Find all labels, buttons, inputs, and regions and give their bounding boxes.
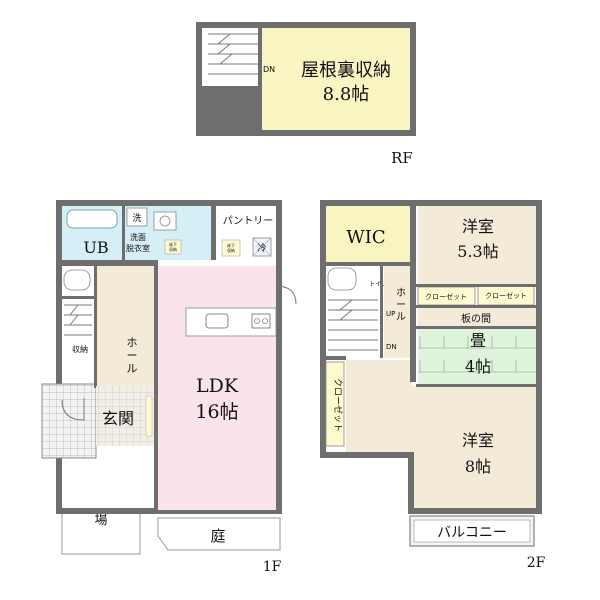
western1-name: 洋室 <box>462 217 494 236</box>
hall-2f-label: ホ ー ル <box>396 287 406 323</box>
floor-storage-box-2 <box>221 239 241 257</box>
wic-room <box>326 206 410 264</box>
stove-icon <box>251 313 271 329</box>
western2-size: 8帖 <box>465 457 491 476</box>
f1-label: 1F <box>263 559 282 575</box>
attic-stair-area <box>202 28 258 86</box>
ldk-door <box>275 285 297 305</box>
attic-dn-label: DN <box>263 65 275 74</box>
stairs-1f <box>64 304 92 336</box>
toilet-icon-1f <box>63 269 91 291</box>
toilet-2f-label: トイレ <box>369 281 387 288</box>
itanoma <box>418 308 536 326</box>
shoe-cabinet <box>145 395 153 437</box>
svg-text:ホ: ホ <box>396 287 406 299</box>
parking-char-3: 場 <box>94 513 107 528</box>
ldk-size: 16帖 <box>195 401 238 423</box>
attic-name: 屋根裏収納 <box>301 60 391 81</box>
closet-small-1-label: クローゼット <box>425 292 467 301</box>
toilet-icon-2f <box>327 267 357 291</box>
stairs-2f <box>328 299 378 351</box>
closet-small-2-label: クローゼット <box>485 291 527 300</box>
itanoma-label: 板の間 <box>461 312 491 325</box>
svg-text:ー: ー <box>127 349 138 362</box>
wic-label: WIC <box>346 227 385 248</box>
sink-icon <box>153 211 177 231</box>
tatami-name: 畳 <box>470 331 486 350</box>
washroom-line2: 脱衣室 <box>126 243 150 253</box>
floor-storage-2-line1: 床下 <box>227 242 235 248</box>
washing-machine-icon <box>126 207 148 227</box>
storage-label: 収納 <box>72 344 88 354</box>
closet-tall-label: クローゼット <box>332 378 344 432</box>
floor-storage-2-line2: 収納 <box>227 247 235 253</box>
svg-text:ル: ル <box>396 312 406 323</box>
attic-room <box>262 28 410 130</box>
western1-size: 5.3帖 <box>457 242 498 261</box>
hall-2f <box>384 264 412 358</box>
balcony-label: バルコニー <box>437 525 507 541</box>
floor-storage-box-1 <box>164 239 182 255</box>
floor-storage-1-line2: 収納 <box>169 246 177 252</box>
hall-1f-label: ホ ー ル <box>127 336 138 375</box>
porch-tiles <box>41 383 97 459</box>
garden-label: 庭 <box>210 527 225 545</box>
svg-text:ル: ル <box>127 362 138 375</box>
f2-label: 2F <box>527 555 546 571</box>
attic-stairs <box>208 33 258 75</box>
svg-text:ホ: ホ <box>127 336 138 349</box>
western-room-1 <box>418 206 536 284</box>
attic-size: 8.8帖 <box>323 84 370 105</box>
wash-mark: 洗 <box>132 212 141 224</box>
ldk-name: LDK <box>196 375 239 397</box>
up-label-2f: UP <box>386 310 395 318</box>
rf-label: RF <box>391 149 413 167</box>
tatami-room <box>418 328 536 384</box>
fridge-label: 冷 <box>257 242 266 254</box>
kitchen-sink-icon <box>205 313 229 329</box>
genkan-label: 玄関 <box>102 409 134 428</box>
dn-label-2f: DN <box>386 343 397 351</box>
floor-storage-1-line1: 床下 <box>169 241 177 247</box>
svg-text:ー: ー <box>396 300 406 311</box>
first-floor: 駐 車 場 UB 洗 洗面 脱衣室 床下 収納 パントリー 床下 収納 冷 <box>41 200 297 575</box>
garden-area <box>157 517 281 551</box>
roof-floor: DN 屋根裏収納 8.8帖 RF <box>196 22 416 167</box>
hall-1f <box>97 266 154 386</box>
tatami-size: 4帖 <box>465 357 491 376</box>
ub-label: UB <box>83 238 108 257</box>
genkan-door <box>61 398 85 421</box>
western-room-2 <box>346 386 536 508</box>
second-floor: WIC 洋室 5.3帖 クローゼット クローゼット 板の間 畳 4帖 洋室 8帖… <box>320 200 546 571</box>
washroom-line1: 洗面 <box>130 232 146 242</box>
western2-name: 洋室 <box>462 431 494 450</box>
bathtub-icon <box>66 209 118 229</box>
ldk-room <box>158 266 276 510</box>
closet-tall <box>325 361 345 447</box>
pantry-label: パントリー <box>223 215 274 227</box>
